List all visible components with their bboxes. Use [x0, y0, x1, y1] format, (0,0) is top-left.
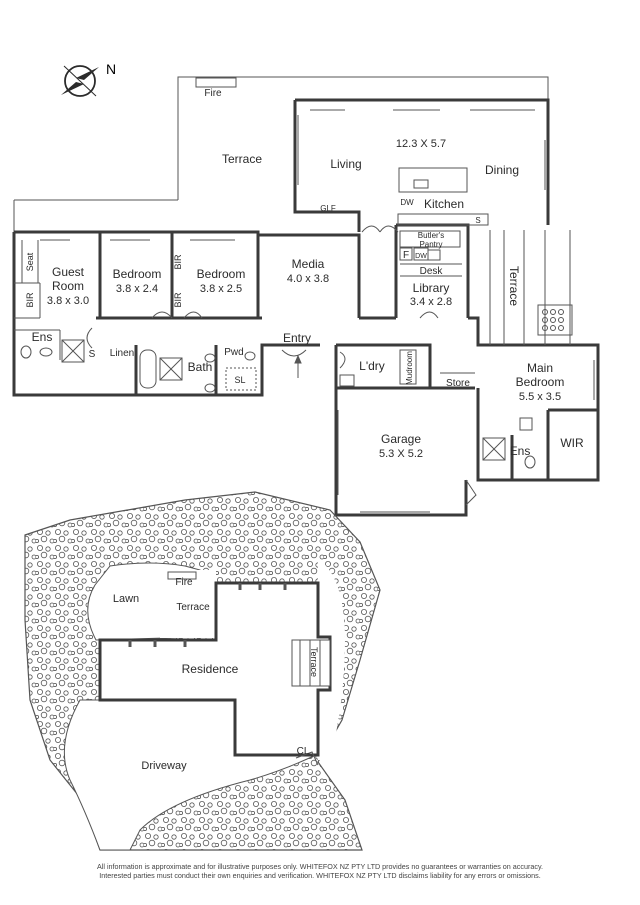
garage-dimensions: 5.3 X 5.2 [379, 448, 423, 460]
wir-label: WIR [560, 436, 584, 450]
bedroom-2-bir-label: BIR [173, 292, 183, 308]
store-label: Store [446, 378, 470, 389]
seat-label: Seat [25, 252, 35, 271]
site-residence-outline [98, 581, 332, 757]
bedroom-1-label: Bedroom [113, 267, 162, 281]
main-bedroom-label: Main [527, 361, 553, 375]
site-fire-label: Fire [175, 577, 193, 588]
library-label: Library [413, 281, 450, 295]
linen-label: Linen [110, 348, 134, 359]
sl-label: SL [234, 375, 245, 385]
garage-label: Garage [381, 432, 421, 446]
entry-label: Entry [283, 331, 311, 345]
site-terrace-label: Terrace [176, 602, 210, 613]
floor-plan-walls [12, 98, 600, 517]
kitchen-label: Kitchen [424, 197, 464, 211]
terrace-top-label: Terrace [222, 152, 262, 166]
compass-icon [61, 65, 99, 97]
mudroom-label: Mudroom [405, 351, 414, 385]
disclaimer-line-2: Interested parties must conduct their ow… [99, 871, 541, 880]
bedroom-1-bir-label: BIR [173, 254, 183, 270]
guest-room-dimensions: 3.8 x 3.0 [47, 295, 89, 307]
fridge-label: F [403, 250, 409, 261]
main-bedroom-dimensions: 5.5 x 3.5 [519, 391, 561, 403]
library-dimensions: 3.4 x 2.8 [410, 296, 452, 308]
side-terrace-label: Terrace [507, 266, 521, 306]
terrace-outline [13, 76, 549, 232]
disclaimer-line-1: All information is approximate and for i… [96, 862, 544, 871]
floor-plan-fixtures [14, 109, 595, 513]
fire-label: Fire [204, 88, 222, 99]
guest-bir-label: BIR [25, 292, 35, 308]
glf-label: GLF [320, 204, 336, 213]
disclaimer: All information is approximate and for i… [0, 862, 640, 880]
guest-ensuite-label: Ens [32, 330, 53, 344]
pantry-dw-label: DW [415, 253, 427, 260]
media-label: Media [292, 257, 325, 271]
media-dimensions: 4.0 x 3.8 [287, 273, 329, 285]
laundry-label: L'dry [359, 359, 385, 373]
site-residence-label: Residence [182, 662, 239, 676]
living-dimensions: 12.3 X 5.7 [396, 138, 446, 150]
site-details [128, 571, 331, 766]
main-ensuite-label: Ens [510, 444, 531, 458]
living-label: Living [330, 157, 361, 171]
main-bedroom-label-line2: Bedroom [516, 375, 565, 389]
kitchen-dw-label: DW [400, 198, 414, 207]
bedroom-1-dimensions: 3.8 x 2.4 [116, 283, 158, 295]
bath-label: Bath [188, 360, 213, 374]
compass-north-label: N [106, 61, 116, 77]
guest-room-label-line2: Room [52, 279, 84, 293]
site-lawn-label: Lawn [113, 593, 139, 605]
desk-label: Desk [420, 266, 444, 277]
guest-shower-label: S [89, 349, 96, 360]
kitchen-sink-label: S [475, 216, 480, 225]
site-driveway-label: Driveway [141, 760, 187, 772]
bedroom-2-dimensions: 3.8 x 2.5 [200, 283, 242, 295]
powder-label: Pwd [224, 347, 243, 358]
bedroom-2-label: Bedroom [197, 267, 246, 281]
site-side-terrace-label: Terrace [309, 647, 319, 677]
dining-label: Dining [485, 163, 519, 177]
guest-room-label: Guest [52, 265, 85, 279]
site-cl-label: CL [297, 746, 310, 757]
